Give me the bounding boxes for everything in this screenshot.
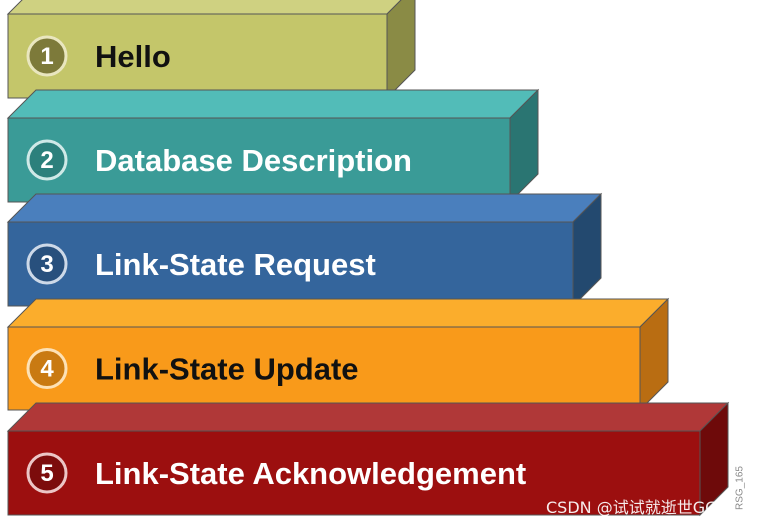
step-bar-front-face xyxy=(7,326,641,411)
watermark: CSDN @试试就逝世GG xyxy=(546,498,718,517)
step-bar-top-face xyxy=(6,0,402,15)
figure-code: RSG_165 xyxy=(727,458,753,518)
step-label: Database Description xyxy=(95,143,412,178)
step-number: 2 xyxy=(40,147,53,174)
step-badge xyxy=(26,452,68,494)
step-bar-5: 5 Link-State Acknowledgement xyxy=(6,401,730,517)
step-badge xyxy=(26,139,68,181)
step-number: 5 xyxy=(40,460,53,487)
step-bar-top-face xyxy=(6,89,540,119)
step-bar-2: 2 Database Description xyxy=(6,88,540,204)
step-bar-front-face xyxy=(7,221,574,307)
step-number: 4 xyxy=(40,356,54,383)
step-number: 1 xyxy=(40,43,53,70)
step-bar-4: 4 Link-State Update xyxy=(6,297,670,412)
step-bar-front-face xyxy=(7,117,511,203)
step-bar-top-face xyxy=(6,193,603,223)
step-label: Link-State Request xyxy=(95,247,376,282)
step-bar-top-face xyxy=(6,298,670,328)
step-bar-1: 1 Hello xyxy=(6,0,416,100)
step-bar-3: 3 Link-State Request xyxy=(6,192,603,308)
step-label: Link-State Acknowledgement xyxy=(95,456,526,491)
step-label: Link-State Update xyxy=(95,352,359,387)
step-bar-side-face xyxy=(386,0,416,100)
step-badge xyxy=(26,348,68,389)
step-badge xyxy=(26,243,68,285)
figure-code-text: RSG_165 xyxy=(734,466,746,510)
step-badge xyxy=(26,35,68,77)
step-bar-top-face xyxy=(6,402,730,432)
step-bar-front-face xyxy=(7,13,388,99)
step-bar-front-face xyxy=(7,430,701,516)
step-number: 3 xyxy=(40,251,53,278)
step-label: Hello xyxy=(95,39,171,74)
